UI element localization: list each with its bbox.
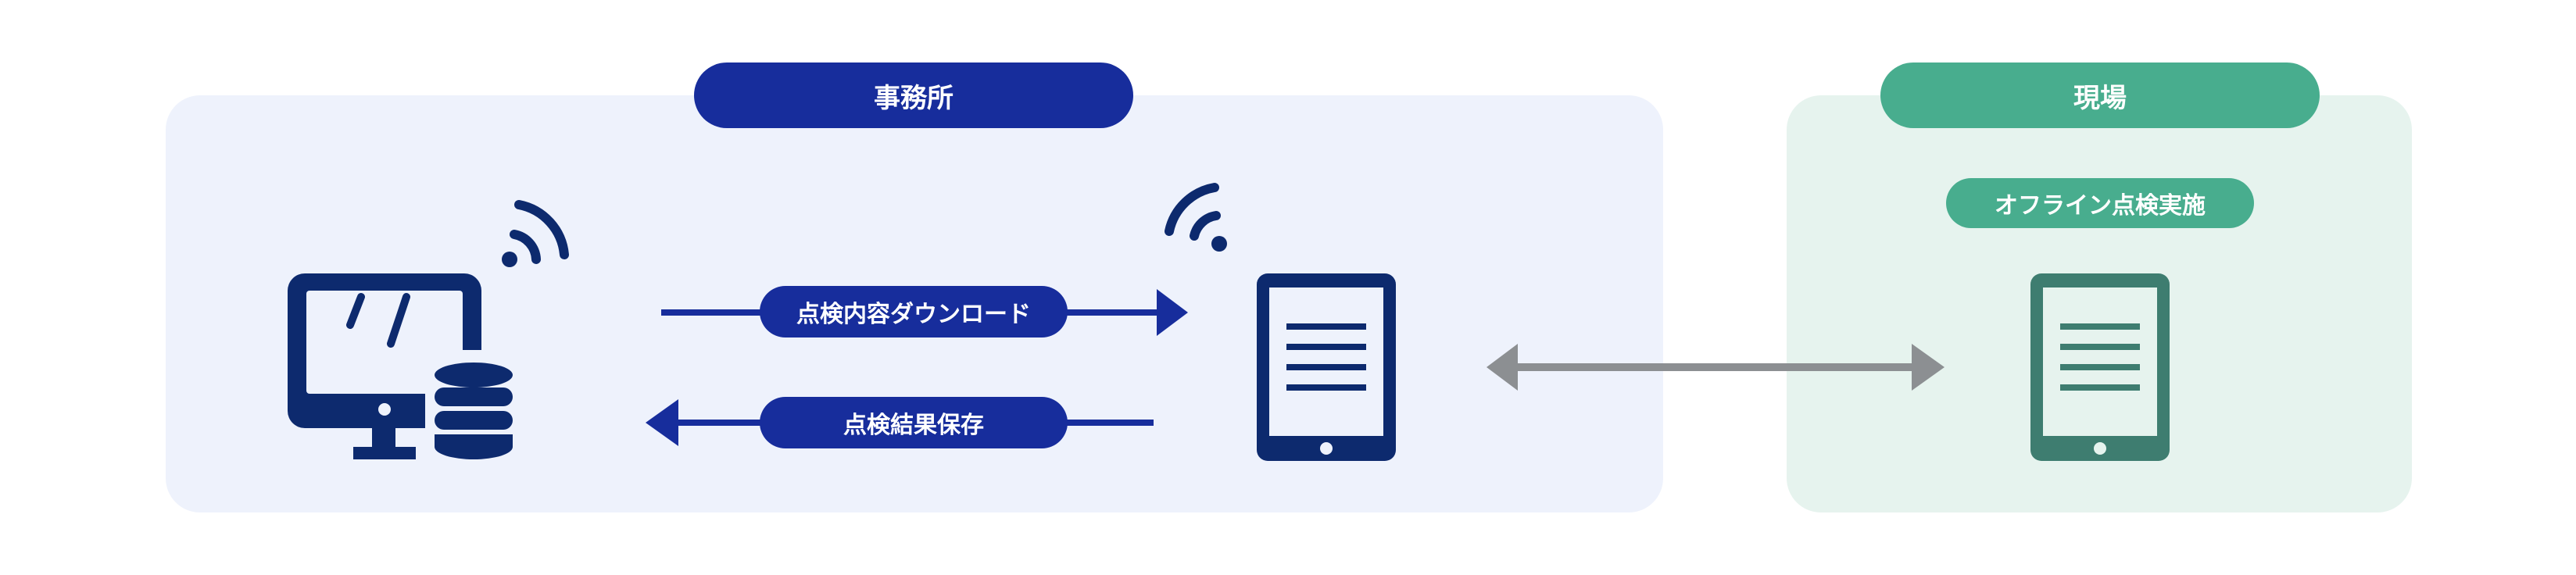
tablet-icon bbox=[2030, 273, 2170, 461]
wifi-icon bbox=[1165, 183, 1227, 252]
wifi-icon bbox=[502, 200, 569, 267]
database-icon bbox=[425, 350, 519, 466]
office-label: 事務所 bbox=[694, 62, 1133, 128]
double-arrow-icon bbox=[1487, 344, 1945, 391]
tablet-icon bbox=[1257, 273, 1396, 461]
desktop-computer-icon bbox=[288, 273, 481, 459]
offline-status-label: オフライン点検実施 bbox=[1946, 178, 2254, 228]
save-flow-label: 点検結果保存 bbox=[760, 397, 1068, 448]
site-label: 現場 bbox=[1880, 62, 2320, 128]
download-flow-label: 点検内容ダウンロード bbox=[760, 286, 1068, 338]
